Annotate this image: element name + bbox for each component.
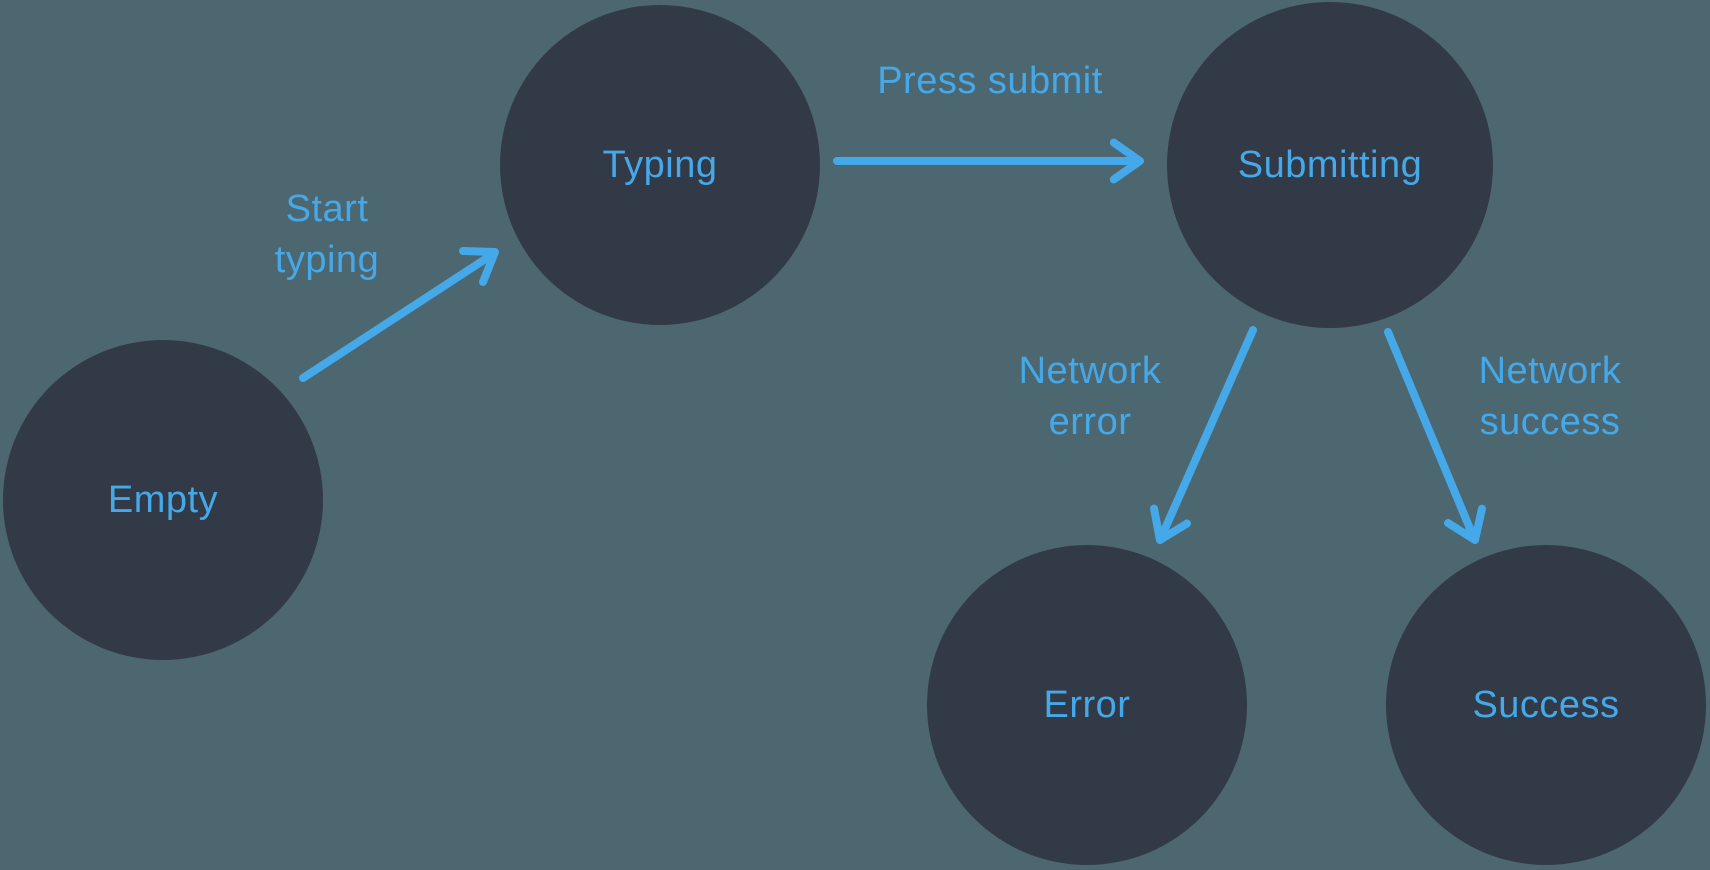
state-node-empty: Empty xyxy=(3,340,323,660)
state-label-typing: Typing xyxy=(602,143,718,186)
arrow-start-typing xyxy=(299,247,499,382)
transition-label-network-error: Network error xyxy=(1018,350,1162,443)
transition-label-press-submit: Press submit xyxy=(877,60,1103,102)
state-node-success: Success xyxy=(1386,545,1706,865)
state-label-empty: Empty xyxy=(107,478,219,521)
state-node-error: Error xyxy=(927,545,1247,865)
transition-label-start-typing: Start typing xyxy=(274,188,380,281)
state-label-error: Error xyxy=(1043,683,1131,726)
state-node-typing: Typing xyxy=(500,5,820,325)
arrow-network-error xyxy=(1150,326,1257,544)
arrow-network-success xyxy=(1384,328,1486,544)
arrow-press-submit xyxy=(833,138,1144,184)
state-label-submitting: Submitting xyxy=(1237,143,1423,186)
state-node-submitting: Submitting xyxy=(1167,2,1493,328)
transition-label-network-success: Network success xyxy=(1478,350,1622,443)
state-label-success: Success xyxy=(1472,683,1620,726)
